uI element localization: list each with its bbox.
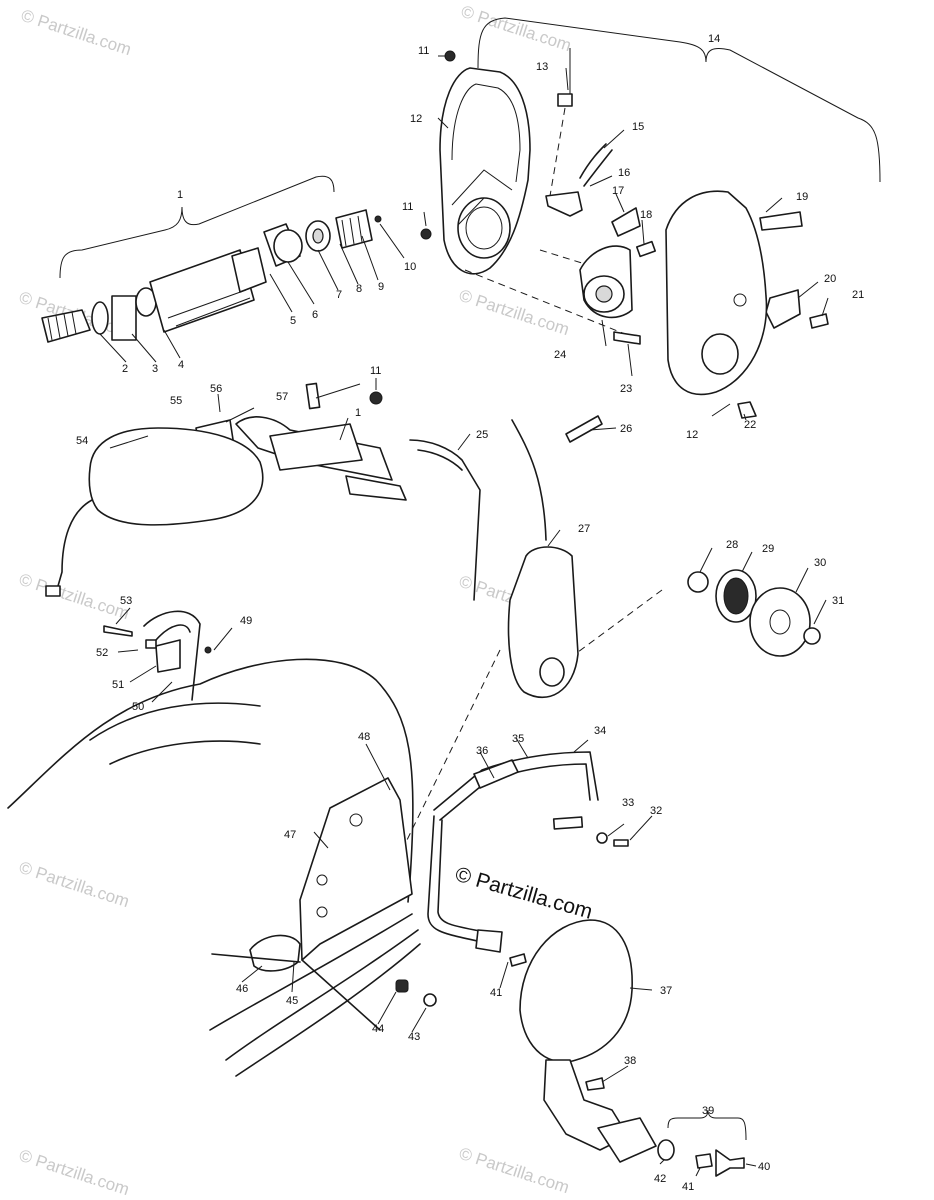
recoil-cover-hole xyxy=(733,293,747,307)
callout-45: 45 xyxy=(286,995,298,1007)
callout-12b: 12 xyxy=(686,429,698,441)
callout-40: 40 xyxy=(758,1161,770,1173)
callout-11a: 11 xyxy=(418,45,429,57)
callout-26: 26 xyxy=(620,423,632,435)
callout-17: 17 xyxy=(612,185,624,197)
watermark: © Partzilla.com xyxy=(17,1146,132,1199)
callout-41b: 41 xyxy=(682,1181,694,1193)
callout-labels: 1 1 2 3 4 5 6 7 8 9 10 11 11 11 12 12 13… xyxy=(76,33,864,1193)
callout-8: 8 xyxy=(356,283,362,295)
callout-22: 22 xyxy=(744,419,756,431)
callout-11b: 11 xyxy=(402,201,413,213)
callout-9: 9 xyxy=(378,281,384,293)
callout-42: 42 xyxy=(654,1173,666,1185)
callout-48: 48 xyxy=(358,731,370,743)
callout-4: 4 xyxy=(178,359,184,371)
center-watermark: © Partzilla.com xyxy=(453,863,595,924)
callout-31: 31 xyxy=(832,595,844,607)
recoil-outer-cover xyxy=(665,190,768,396)
callout-23: 23 xyxy=(620,383,632,395)
callout-43: 43 xyxy=(408,1031,420,1043)
callout-3: 3 xyxy=(152,363,158,375)
callout-49: 49 xyxy=(240,615,252,627)
mirror-assembly xyxy=(519,919,745,1177)
callout-27: 27 xyxy=(578,523,590,535)
mount-clip-block xyxy=(103,610,212,701)
callout-13: 13 xyxy=(536,61,548,73)
callout-36: 36 xyxy=(476,745,488,757)
watermark: © Partzilla.com xyxy=(459,2,574,55)
callout-18: 18 xyxy=(640,209,652,221)
callout-33: 33 xyxy=(622,797,634,809)
callout-44: 44 xyxy=(372,1023,384,1035)
callout-46: 46 xyxy=(236,983,248,995)
callout-10: 10 xyxy=(404,261,416,273)
callout-19: 19 xyxy=(796,191,808,203)
watermark: © Partzilla.com xyxy=(17,570,132,623)
callout-1: 1 xyxy=(177,189,183,201)
throttle-housing-block xyxy=(405,415,821,843)
callout-20: 20 xyxy=(824,273,836,285)
callout-34: 34 xyxy=(594,725,606,737)
watermark: © Partzilla.com xyxy=(457,1144,572,1197)
callout-51: 51 xyxy=(112,679,124,691)
callout-25: 25 xyxy=(476,429,488,441)
callout-29: 29 xyxy=(762,543,774,555)
callout-39: 39 xyxy=(702,1105,714,1117)
callout-37: 37 xyxy=(660,985,672,997)
callout-28: 28 xyxy=(726,539,738,551)
handlebar-shaft-assembly xyxy=(41,209,382,343)
callout-1b: 1 xyxy=(355,407,361,419)
callout-54: 54 xyxy=(76,435,88,447)
callout-2: 2 xyxy=(122,363,128,375)
callout-55: 55 xyxy=(170,395,182,407)
callout-53: 53 xyxy=(120,595,132,607)
callout-30: 30 xyxy=(814,557,826,569)
callout-47: 47 xyxy=(284,829,296,841)
callout-41a: 41 xyxy=(490,987,502,999)
bracket-group-1 xyxy=(59,175,335,279)
callout-38: 38 xyxy=(624,1055,636,1067)
callout-35: 35 xyxy=(512,733,524,745)
leader-lines xyxy=(99,55,829,1177)
callout-56: 56 xyxy=(210,383,222,395)
watermark: © Partzilla.com xyxy=(457,286,572,339)
callout-14: 14 xyxy=(708,33,720,45)
callout-57: 57 xyxy=(276,391,288,403)
callout-16: 16 xyxy=(618,167,630,179)
recoil-small-parts xyxy=(545,48,829,419)
callout-32: 32 xyxy=(650,805,662,817)
watermark: © Partzilla.com xyxy=(19,6,134,59)
watermark: © Partzilla.com xyxy=(17,858,132,911)
callout-15: 15 xyxy=(632,121,644,133)
callout-24: 24 xyxy=(554,349,566,361)
seat-and-frame xyxy=(7,658,437,1077)
callout-5: 5 xyxy=(290,315,296,327)
bracket-group-14 xyxy=(477,17,881,183)
callout-50: 50 xyxy=(132,701,144,713)
callout-6: 6 xyxy=(312,309,318,321)
callout-12a: 12 xyxy=(410,113,422,125)
callout-21: 21 xyxy=(852,289,864,301)
throttle-block xyxy=(45,382,481,601)
callout-11c: 11 xyxy=(370,365,381,377)
callout-7: 7 xyxy=(336,289,342,301)
bracket-group-39 xyxy=(667,1109,747,1141)
callout-52: 52 xyxy=(96,647,108,659)
grab-handle-bar xyxy=(427,751,629,967)
recoil-cover-opening xyxy=(701,333,739,375)
recoil-cover-assembly xyxy=(420,50,641,341)
